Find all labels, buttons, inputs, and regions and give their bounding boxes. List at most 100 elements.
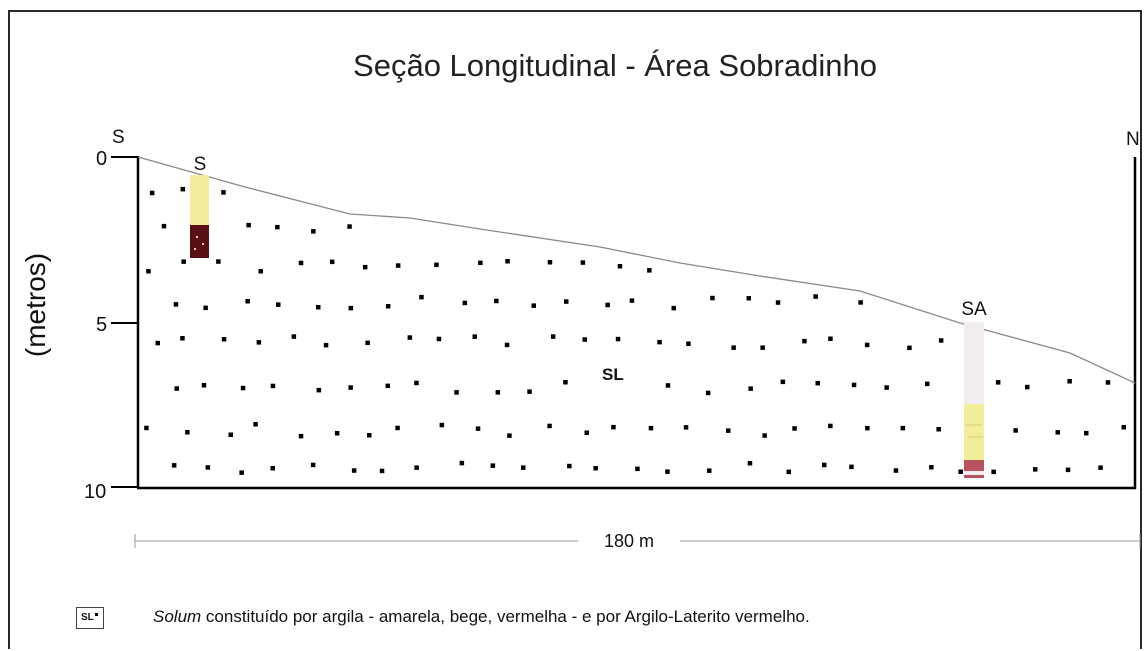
legend-symbol: SL <box>76 607 104 629</box>
solum-dot <box>459 460 465 466</box>
solum-dot <box>436 336 442 342</box>
unit-sl-label: SL <box>602 365 624 384</box>
solum-dot <box>245 299 250 304</box>
solum-dot <box>385 304 391 309</box>
solum-dot <box>276 302 281 307</box>
solum-dot <box>929 465 934 470</box>
south-label: S <box>112 127 125 148</box>
solum-dot <box>316 305 321 310</box>
solum-dot <box>323 342 329 348</box>
solum-dot <box>310 462 316 468</box>
solum-dot-pattern <box>144 186 1126 475</box>
solum-dot <box>780 379 786 385</box>
solum-dot <box>494 298 499 304</box>
solum-dot <box>865 425 870 431</box>
solum-dot <box>815 380 820 386</box>
profile-s-nodule <box>194 248 196 250</box>
solum-dot <box>648 425 654 431</box>
surface-line <box>137 156 1136 384</box>
profile-sa-label: SA <box>961 299 987 320</box>
solum-dot <box>726 428 731 433</box>
profile-sa-red-layer <box>964 460 984 471</box>
diagram-title: Seção Longitudinal - Área Sobradinho <box>353 48 877 83</box>
solum-dot <box>505 259 510 264</box>
solum-dot <box>762 433 767 438</box>
solum-dot <box>775 300 781 305</box>
legend-symbol-text: SL <box>81 612 94 623</box>
solum-dot <box>822 462 827 468</box>
profile-sa-red-band <box>964 475 984 478</box>
solum-dot <box>253 422 258 427</box>
solum-dot <box>1033 467 1038 472</box>
legend-description: Solum constituído por argila - amarela, … <box>153 607 810 627</box>
solum-dot <box>472 334 477 339</box>
solum-dot <box>748 386 753 391</box>
solum-dot <box>629 298 635 303</box>
solum-dot <box>228 432 233 437</box>
solum-dot <box>1105 380 1111 385</box>
solum-dot <box>550 334 556 339</box>
solum-dot <box>802 338 807 344</box>
scale-label: 180 m <box>604 531 654 551</box>
solum-dot <box>348 385 353 390</box>
solum-dot <box>298 260 304 266</box>
solum-dot <box>478 260 483 266</box>
solum-dot <box>584 430 589 435</box>
solum-dot <box>216 259 221 264</box>
solum-dot <box>647 268 652 273</box>
solum-dot <box>746 296 751 301</box>
solum-dot <box>849 464 854 470</box>
solum-dot <box>149 190 155 196</box>
solum-dot <box>395 425 400 431</box>
legend-italic: Solum <box>153 607 202 626</box>
y-axis-title: (metros) <box>20 253 51 357</box>
solum-dot <box>504 342 510 348</box>
solum-dot <box>580 260 586 265</box>
solum-dot <box>851 382 857 388</box>
profile-sa-beige-band <box>964 471 984 475</box>
solum-dot <box>256 340 262 345</box>
solum-dot <box>1065 467 1071 473</box>
solum-dot <box>1098 465 1103 470</box>
solum-dot <box>564 299 569 304</box>
solum-dot <box>347 224 352 229</box>
solum-dot <box>828 423 833 429</box>
solum-dot <box>864 342 870 348</box>
solum-dot <box>174 386 179 391</box>
solum-dot <box>671 305 676 311</box>
solum-dot <box>828 336 833 341</box>
solum-dot <box>334 431 340 436</box>
solum-dot <box>858 300 863 305</box>
solum-dot <box>291 334 297 339</box>
solum-dot <box>582 337 587 342</box>
solum-dot <box>240 385 246 391</box>
solum-dot <box>161 223 167 229</box>
solum-dot <box>731 345 736 350</box>
profile-s-red-layer <box>190 225 209 258</box>
solum-dot <box>1121 425 1126 430</box>
solum-dot <box>1055 430 1060 435</box>
y-tick-10: 10 <box>84 481 106 503</box>
legend-dot <box>95 613 98 616</box>
solum-dot <box>454 390 459 395</box>
profile-s-yellow-layer <box>190 175 209 225</box>
solum-dot <box>270 466 275 471</box>
solum-dot <box>379 468 385 474</box>
solum-dot <box>246 222 251 228</box>
solum-dot <box>657 339 662 345</box>
solum-dot <box>434 262 439 268</box>
solum-dot <box>180 186 186 192</box>
solum-dot <box>995 380 1001 385</box>
solum-dot <box>362 264 368 270</box>
solum-dot <box>605 302 610 308</box>
solum-dot <box>786 469 791 475</box>
solum-dot <box>173 302 179 307</box>
solum-dot <box>395 263 401 268</box>
solum-dot <box>316 387 322 393</box>
solum-dot <box>407 335 413 340</box>
solum-dot <box>617 264 623 269</box>
solum-dot <box>958 469 963 474</box>
solum-dot <box>311 229 316 234</box>
solum-dot <box>938 338 944 343</box>
solum-dot <box>221 190 226 195</box>
